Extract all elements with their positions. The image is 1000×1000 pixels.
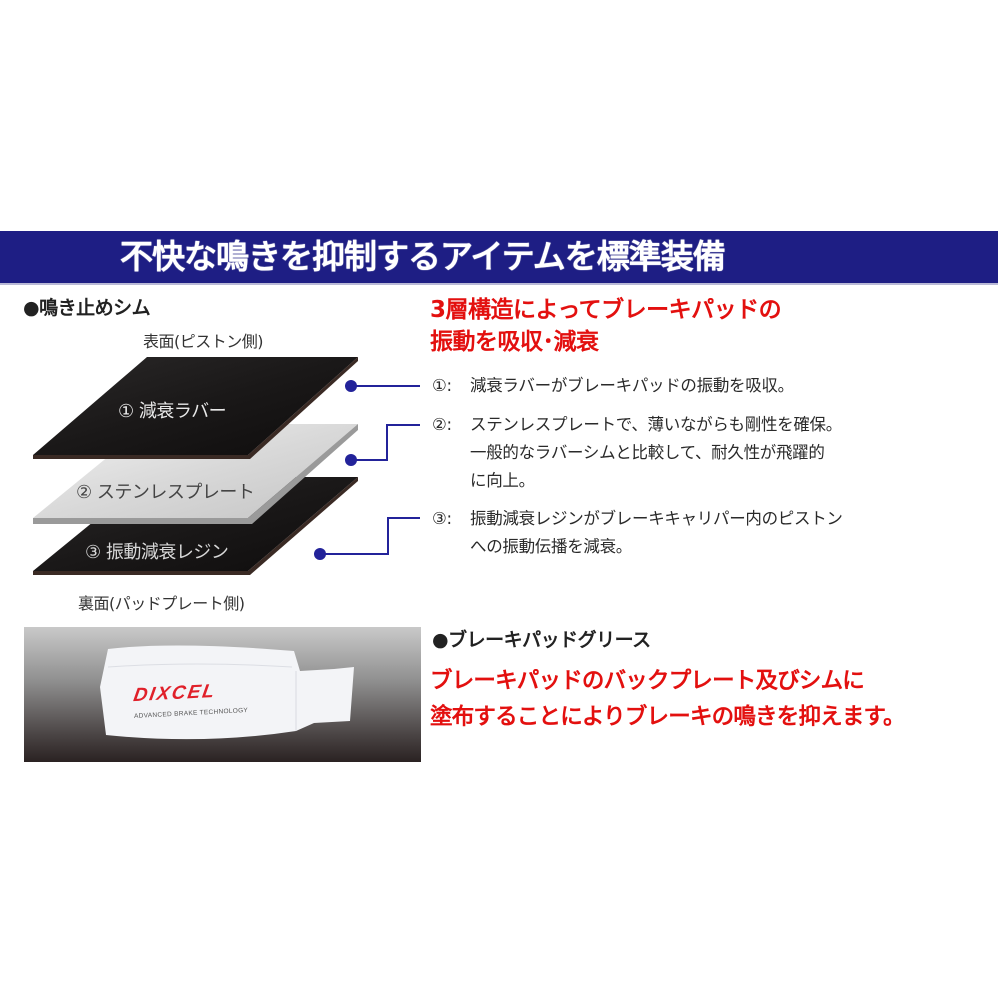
layer-2-label: ② ステンレスプレート: [76, 482, 255, 503]
banner-title: 不快な鳴きを抑制するアイテムを標準装備: [120, 237, 726, 276]
description-3-line1: 振動減衰レジンがブレーキキャリパー内のピストン: [470, 509, 843, 528]
description-1: ①: 減衰ラバーがブレーキパッドの振動を吸収。: [432, 372, 794, 400]
shim-section-title: ●鳴き止めシム: [23, 297, 151, 319]
layer-2-stainless: [33, 424, 358, 524]
connector-dot-1: [345, 380, 357, 392]
layer-1-rubber: [33, 357, 358, 459]
shim-headline-line2: 振動を吸収･減衰: [430, 329, 599, 355]
description-2-line3: に向上。: [470, 471, 535, 490]
layer-1-label: ① 減衰ラバー: [118, 401, 227, 422]
top-face-label: 表面(ピストン側): [143, 332, 264, 351]
description-3: ③: 振動減衰レジンがブレーキキャリパー内のピストン への振動伝播を減衰。: [432, 505, 843, 561]
description-1-number: ①:: [432, 376, 452, 395]
connector-dot-2: [345, 454, 357, 466]
connector-lines: [320, 385, 420, 555]
title-banner: 不快な鳴きを抑制するアイテムを標準装備: [0, 231, 998, 283]
description-2-number: ②:: [432, 415, 452, 434]
description-2-line2: 一般的なラバーシムと比較して、耐久性が飛躍的: [470, 443, 825, 462]
layer-3-label: ③ 振動減衰レジン: [85, 542, 229, 563]
shim-headline-line1: 3層構造によってブレーキパッドの: [430, 297, 782, 323]
description-3-number: ③:: [432, 509, 452, 528]
connector-dot-3: [314, 548, 326, 560]
grease-packet-icon: [100, 645, 354, 740]
description-1-line1: 減衰ラバーがブレーキパッドの振動を吸収。: [470, 376, 794, 395]
description-2-line1: ステンレスプレートで、薄いながらも剛性を確保。: [470, 415, 842, 434]
brand-logo: DIXCEL: [132, 680, 218, 707]
description-3-line2: への振動伝播を減衰。: [470, 537, 633, 556]
shim-layer-diagram: [33, 357, 420, 575]
bottom-face-label: 裏面(パッドプレート側): [78, 594, 245, 613]
grease-section-title: ●ブレーキパッドグリース: [432, 629, 651, 651]
description-2: ②: ステンレスプレートで、薄いながらも剛性を確保。 一般的なラバーシムと比較して…: [432, 411, 842, 495]
grease-lead-line1: ブレーキパッドのバックプレート及びシムに: [430, 668, 865, 694]
grease-product-image: DIXCEL ADVANCED BRAKE TECHNOLOGY: [24, 627, 421, 762]
grease-lead-line2: 塗布することによりブレーキの鳴きを抑えます。: [430, 704, 906, 730]
